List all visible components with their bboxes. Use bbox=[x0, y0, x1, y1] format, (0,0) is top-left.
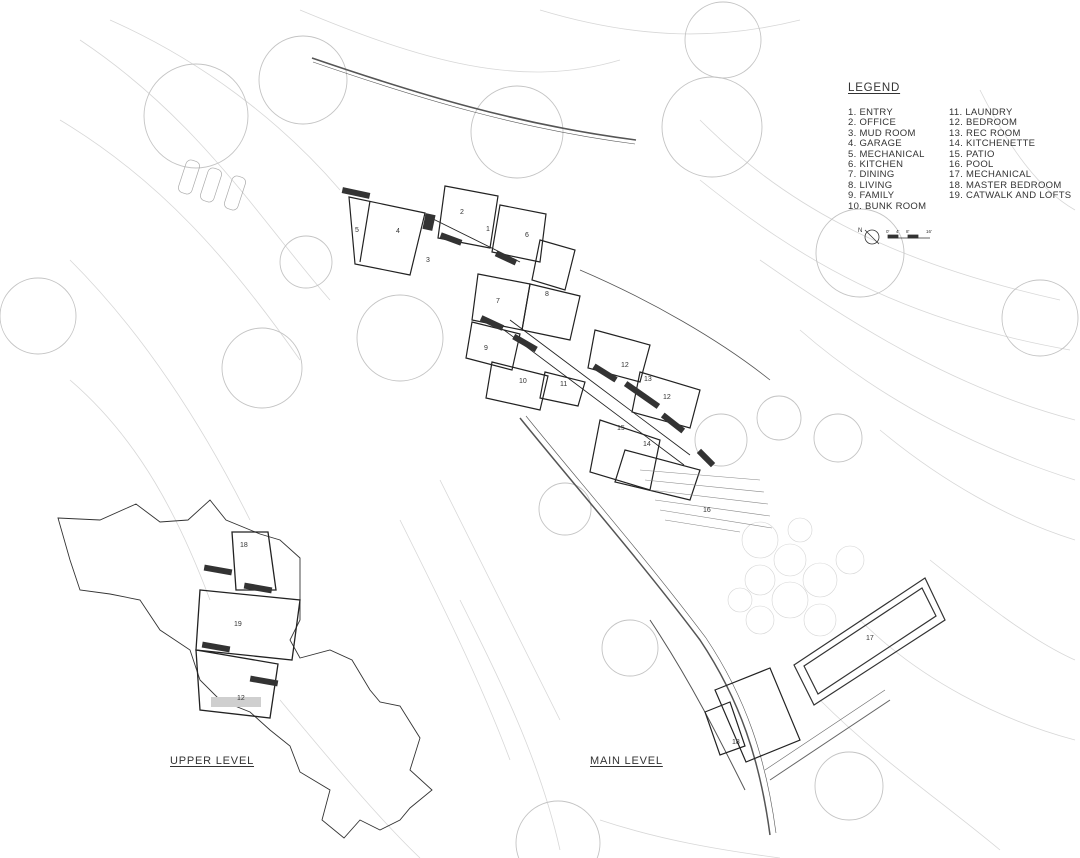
room-number: 2 bbox=[460, 209, 464, 216]
upper-level-label: UPPER LEVEL bbox=[170, 755, 255, 767]
room-number: 12 bbox=[237, 695, 245, 702]
room-number: 4 bbox=[396, 228, 400, 235]
legend-item: 8. LIVING bbox=[848, 179, 893, 191]
upper-level-solid-walls bbox=[201, 564, 279, 687]
room-number: 6 bbox=[525, 232, 529, 239]
scale-label-0: 0' bbox=[886, 229, 890, 234]
room-number: 8 bbox=[545, 291, 549, 298]
room-number: 16 bbox=[703, 507, 711, 514]
pool-deck bbox=[639, 469, 773, 533]
north-arrow bbox=[864, 229, 880, 245]
legend-item: 18. MASTER BEDROOM bbox=[949, 179, 1062, 191]
room-number: 19 bbox=[234, 621, 242, 628]
main-level-building bbox=[348, 185, 801, 763]
room-number: 7 bbox=[496, 298, 500, 305]
main-level-label: MAIN LEVEL bbox=[590, 755, 663, 767]
north-letter: N bbox=[858, 228, 862, 234]
room-number: 12 bbox=[621, 362, 629, 369]
tree-cluster bbox=[727, 517, 865, 637]
room-number: 13 bbox=[644, 376, 652, 383]
legend-item: 15. PATIO bbox=[949, 148, 995, 160]
legend-item: 19. CATWALK AND LOFTS bbox=[949, 190, 1072, 202]
room-number: 17 bbox=[866, 635, 874, 642]
legend-item: 5. MECHANICAL bbox=[848, 148, 925, 160]
room-number: 10 bbox=[519, 378, 527, 385]
room-numbers: 5 4 3 2 1 6 7 8 9 10 11 12 12 13 15 14 1… bbox=[234, 209, 874, 746]
legend: LEGEND 1. ENTRY 2. OFFICE 3. MUD ROOM 4.… bbox=[848, 82, 1078, 212]
room-number: 5 bbox=[355, 227, 359, 234]
legend-item: 14. KITCHENETTE bbox=[949, 138, 1036, 150]
scale-label-2: 8' bbox=[906, 229, 910, 234]
scale-bar bbox=[887, 234, 930, 239]
room-number: 11 bbox=[560, 381, 567, 388]
legend-item: 12. BEDROOM bbox=[949, 117, 1018, 129]
legend-item: 2. OFFICE bbox=[848, 117, 897, 129]
curved-walls bbox=[311, 57, 777, 836]
upper-level-rooms bbox=[195, 531, 301, 719]
upper-level-building bbox=[57, 499, 433, 839]
legend-column-2: 11. LAUNDRY 12. BEDROOM 13. REC ROOM 14.… bbox=[949, 107, 1072, 212]
legend-item: 1. ENTRY bbox=[848, 107, 893, 118]
legend-item: 6. KITCHEN bbox=[848, 159, 904, 171]
room-number: 3 bbox=[426, 257, 430, 264]
legend-column-1: 1. ENTRY 2. OFFICE 3. MUD ROOM 4. GARAGE… bbox=[848, 107, 949, 212]
legend-item: 7. DINING bbox=[848, 169, 895, 181]
room-number: 18 bbox=[732, 739, 740, 746]
room-number: 18 bbox=[240, 542, 248, 549]
legend-item: 13. REC ROOM bbox=[949, 127, 1021, 139]
room-number: 9 bbox=[484, 345, 488, 352]
room-number: 1 bbox=[486, 226, 490, 233]
legend-item: 17. MECHANICAL bbox=[949, 169, 1032, 181]
room-number: 15 bbox=[617, 425, 625, 432]
scale-label-3: 16' bbox=[926, 229, 932, 234]
legend-item: 16. POOL bbox=[949, 159, 994, 171]
legend-title: LEGEND bbox=[848, 82, 901, 94]
scale-label-1: 4' bbox=[896, 229, 900, 234]
legend-item: 11. LAUNDRY bbox=[949, 107, 1013, 118]
room-number: 14 bbox=[643, 441, 651, 448]
legend-item: 3. MUD ROOM bbox=[848, 127, 916, 139]
solid-walls bbox=[341, 187, 716, 468]
legend-item: 4. GARAGE bbox=[848, 138, 902, 150]
legend-item: 10. BUNK ROOM bbox=[848, 200, 927, 212]
topo-contours bbox=[59, 9, 1076, 858]
parking-cars bbox=[178, 159, 246, 211]
legend-item: 9. FAMILY bbox=[848, 190, 895, 202]
room-number: 12 bbox=[663, 394, 671, 401]
mechanical-structure bbox=[764, 577, 946, 781]
